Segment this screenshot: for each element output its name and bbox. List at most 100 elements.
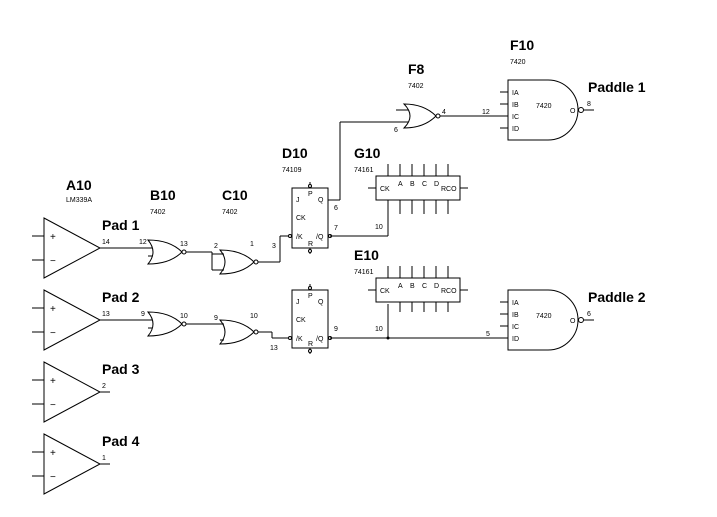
f10-out-label: O	[570, 108, 576, 115]
d10-ff1-in-pin: 3	[272, 243, 276, 250]
g10-ref: G10	[354, 145, 381, 161]
b10-nor-gate-1: 12 13	[139, 239, 188, 265]
opamp-minus-symbol: −	[50, 472, 56, 483]
f10-in-d: ID	[512, 126, 519, 133]
opamp-minus-symbol: −	[50, 256, 56, 267]
a10-ref: A10	[66, 177, 92, 193]
comparator-pad-2: + − Pad 2 13	[32, 289, 148, 351]
b10-part: 7402	[150, 209, 166, 216]
e10-counter: CK A B C D RCO	[368, 266, 468, 312]
d10-ff1-ck: CK	[296, 215, 306, 222]
e10-pin-b: 5	[486, 331, 490, 338]
pad-1-label: Pad 1	[102, 217, 140, 233]
c10-pin-out-1: 1	[250, 241, 254, 248]
c10-part: 7402	[222, 209, 238, 216]
b10-pin-in-1: 12	[139, 239, 147, 246]
d10-ff2-q: Q	[318, 299, 324, 306]
opamp-minus-symbol: −	[50, 328, 56, 339]
e10-ref: E10	[354, 247, 379, 263]
f8-pin-in: 6	[394, 127, 398, 134]
g10-rco-label: RCO	[441, 186, 457, 193]
pad-3-pin: 2	[102, 383, 106, 390]
g10-data-b: B	[410, 181, 415, 188]
opamp-plus-symbol: +	[50, 232, 56, 243]
d10-part: 74109	[282, 167, 302, 174]
f10-pin-out: 8	[587, 101, 591, 108]
d10-ff2-nq-pin: 9	[334, 326, 338, 333]
g10-data-c: C	[422, 181, 427, 188]
e10-rco-label: RCO	[441, 288, 457, 295]
comparator-pad-3: + − Pad 3 2	[32, 361, 140, 423]
comparator-pad-4: + − Pad 4 1	[32, 433, 140, 495]
comparator-pad-1: + − Pad 1 14	[32, 217, 148, 279]
d10-ff1-k: /K	[296, 234, 303, 241]
e10-in-b: IB	[512, 312, 519, 319]
f10-in-b: IB	[512, 102, 519, 109]
g10-data-a: A	[398, 181, 403, 188]
g10-ck-label: CK	[380, 186, 390, 193]
d10-ff1-j: J	[296, 197, 300, 204]
pad-4-label: Pad 4	[102, 433, 140, 449]
e10-in-a: IA	[512, 300, 519, 307]
f8-part: 7402	[408, 83, 424, 90]
e10-part: 74161	[354, 269, 374, 276]
c10-pin-in-2: 9	[214, 315, 218, 322]
g10-pin: 10	[375, 224, 383, 231]
e10-ck-label: CK	[380, 288, 390, 295]
d10-ff1-q: Q	[318, 197, 324, 204]
e10-data-d: D	[434, 283, 439, 290]
d10-flip-flop-1: J CK /K Q /Q P R	[288, 182, 332, 254]
opamp-plus-symbol: +	[50, 304, 56, 315]
g10-data-d: D	[434, 181, 439, 188]
c10-nor-gate-1: 2 1	[211, 241, 259, 275]
f8-pin-out: 4	[442, 109, 446, 116]
opamp-plus-symbol: +	[50, 448, 56, 459]
b10-pin-in-2: 9	[141, 311, 145, 318]
b10-ref: B10	[150, 187, 176, 203]
pad-2-pin: 13	[102, 311, 110, 318]
pad-3-label: Pad 3	[102, 361, 140, 377]
d10-ref: D10	[282, 145, 308, 161]
f10-part: 7420	[510, 59, 526, 66]
e10-pin-a: 10	[375, 326, 383, 333]
d10-ff1-q-pin: 6	[334, 205, 338, 212]
d10-ff2-nq: /Q	[316, 336, 324, 343]
opamp-plus-symbol: +	[50, 376, 56, 387]
c10-nor-gate-2: 9 10	[214, 313, 259, 345]
g10-counter: CK A B C D RCO	[368, 164, 468, 214]
b10-pin-out-1: 13	[180, 241, 188, 248]
f8-or-gate: 6 4	[394, 103, 446, 134]
pad-2-label: Pad 2	[102, 289, 140, 305]
d10-ff2-p: P	[308, 293, 313, 300]
d10-ff1-nq-pin: 7	[334, 225, 338, 232]
e10-pin-out: 6	[587, 311, 591, 318]
e10-data-b: B	[410, 283, 415, 290]
f8-ref: F8	[408, 61, 425, 77]
b10-nor-gate-2: 9 10	[141, 311, 188, 337]
c10-ref: C10	[222, 187, 248, 203]
d10-flip-flop-2: J CK /K Q /Q P R	[288, 284, 332, 354]
pad-4-pin: 1	[102, 455, 106, 462]
opamp-minus-symbol: −	[50, 400, 56, 411]
d10-ff1-nq: /Q	[316, 234, 324, 241]
d10-ff2-j: J	[296, 299, 300, 306]
f10-in-c: IC	[512, 114, 519, 121]
d10-ff2-ck: CK	[296, 317, 306, 324]
f10-in-a: IA	[512, 90, 519, 97]
d10-ff1-p: P	[308, 191, 313, 198]
d10-ff2-in-pin: 13	[270, 345, 278, 352]
f10-ref: F10	[510, 37, 534, 53]
c10-pin-out-2: 10	[250, 313, 258, 320]
f10-part-inner: 7420	[536, 103, 552, 110]
e10-out-label: O	[570, 318, 576, 325]
f10-pin-in: 12	[482, 109, 490, 116]
e10-nand-gate: IA IB IC ID 7420 O	[500, 289, 584, 351]
d10-ff2-k: /K	[296, 336, 303, 343]
pad-1-pin: 14	[102, 239, 110, 246]
e10-in-c: IC	[512, 324, 519, 331]
f10-nand-gate: IA IB IC ID 7420 O	[500, 79, 584, 141]
b10-pin-out-2: 10	[180, 313, 188, 320]
g10-part: 74161	[354, 167, 374, 174]
a10-part: LM339A	[66, 197, 92, 204]
